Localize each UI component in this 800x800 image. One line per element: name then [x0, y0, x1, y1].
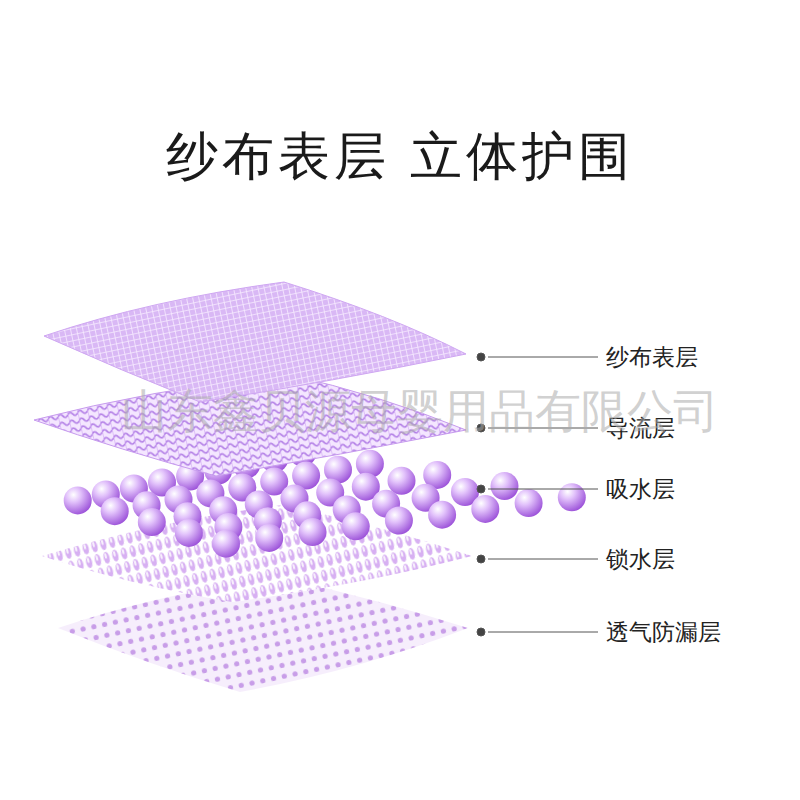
leader-line — [488, 357, 598, 358]
absorbent-sphere — [255, 524, 283, 552]
absorbent-sphere — [342, 512, 370, 540]
layer-label: 吸水层 — [606, 474, 675, 505]
absorbent-sphere — [212, 530, 240, 558]
absorbent-sphere — [385, 507, 413, 535]
absorbent-sphere — [138, 508, 166, 536]
absorbent-sphere — [388, 467, 416, 495]
absorbent-sphere — [428, 501, 456, 529]
leader-dot — [477, 353, 485, 361]
absorbent-sphere — [299, 518, 327, 546]
leader-dot — [477, 485, 485, 493]
absorbent-sphere — [175, 519, 203, 547]
leader-dot — [477, 628, 485, 636]
layer-label: 纱布表层 — [606, 342, 698, 373]
absorbent-sphere — [471, 495, 499, 523]
layer-label: 透气防漏层 — [606, 617, 721, 648]
watermark: 山东鑫贝源母婴用品有限公司 — [121, 381, 719, 443]
leader-line — [488, 489, 598, 490]
title: 纱布表层 立体护围 — [166, 122, 635, 192]
leader-line — [488, 559, 598, 560]
absorbent-sphere — [491, 472, 519, 500]
layer-label: 锁水层 — [606, 544, 675, 575]
leader-line — [488, 632, 598, 633]
absorbent-sphere — [64, 486, 92, 514]
absorbent-sphere — [101, 497, 129, 525]
absorbent-sphere — [558, 483, 586, 511]
leader-dot — [477, 555, 485, 563]
absorbent-sphere — [515, 489, 543, 517]
